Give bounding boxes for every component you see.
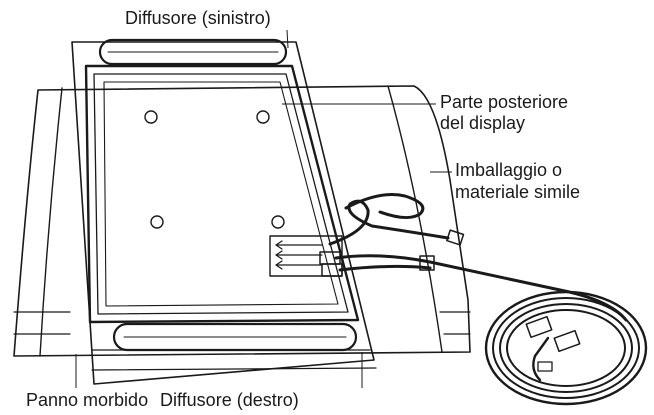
speaker-left — [100, 40, 286, 64]
mounting-hole — [257, 111, 269, 123]
power-cord — [330, 195, 464, 245]
label-display-back-line1: Parte posteriore — [440, 92, 568, 113]
label-speaker-right: Diffusore (destro) — [160, 390, 299, 411]
mounting-hole — [145, 111, 157, 123]
mounting-hole — [272, 216, 284, 228]
packaging-material — [14, 86, 470, 356]
label-soft-cloth: Panno morbido — [26, 390, 148, 411]
leader-lines — [76, 30, 452, 388]
speaker-right — [114, 324, 356, 350]
mounting-hole — [151, 216, 163, 228]
cable-coil — [486, 292, 646, 404]
cable — [320, 252, 626, 320]
label-packaging-line2: materiale simile — [455, 182, 580, 203]
label-display-back-line2: del display — [440, 113, 525, 134]
leader-speaker-left — [287, 30, 288, 48]
label-speaker-left: Diffusore (sinistro) — [125, 8, 271, 29]
label-packaging-line1: Imballaggio o — [455, 160, 562, 181]
